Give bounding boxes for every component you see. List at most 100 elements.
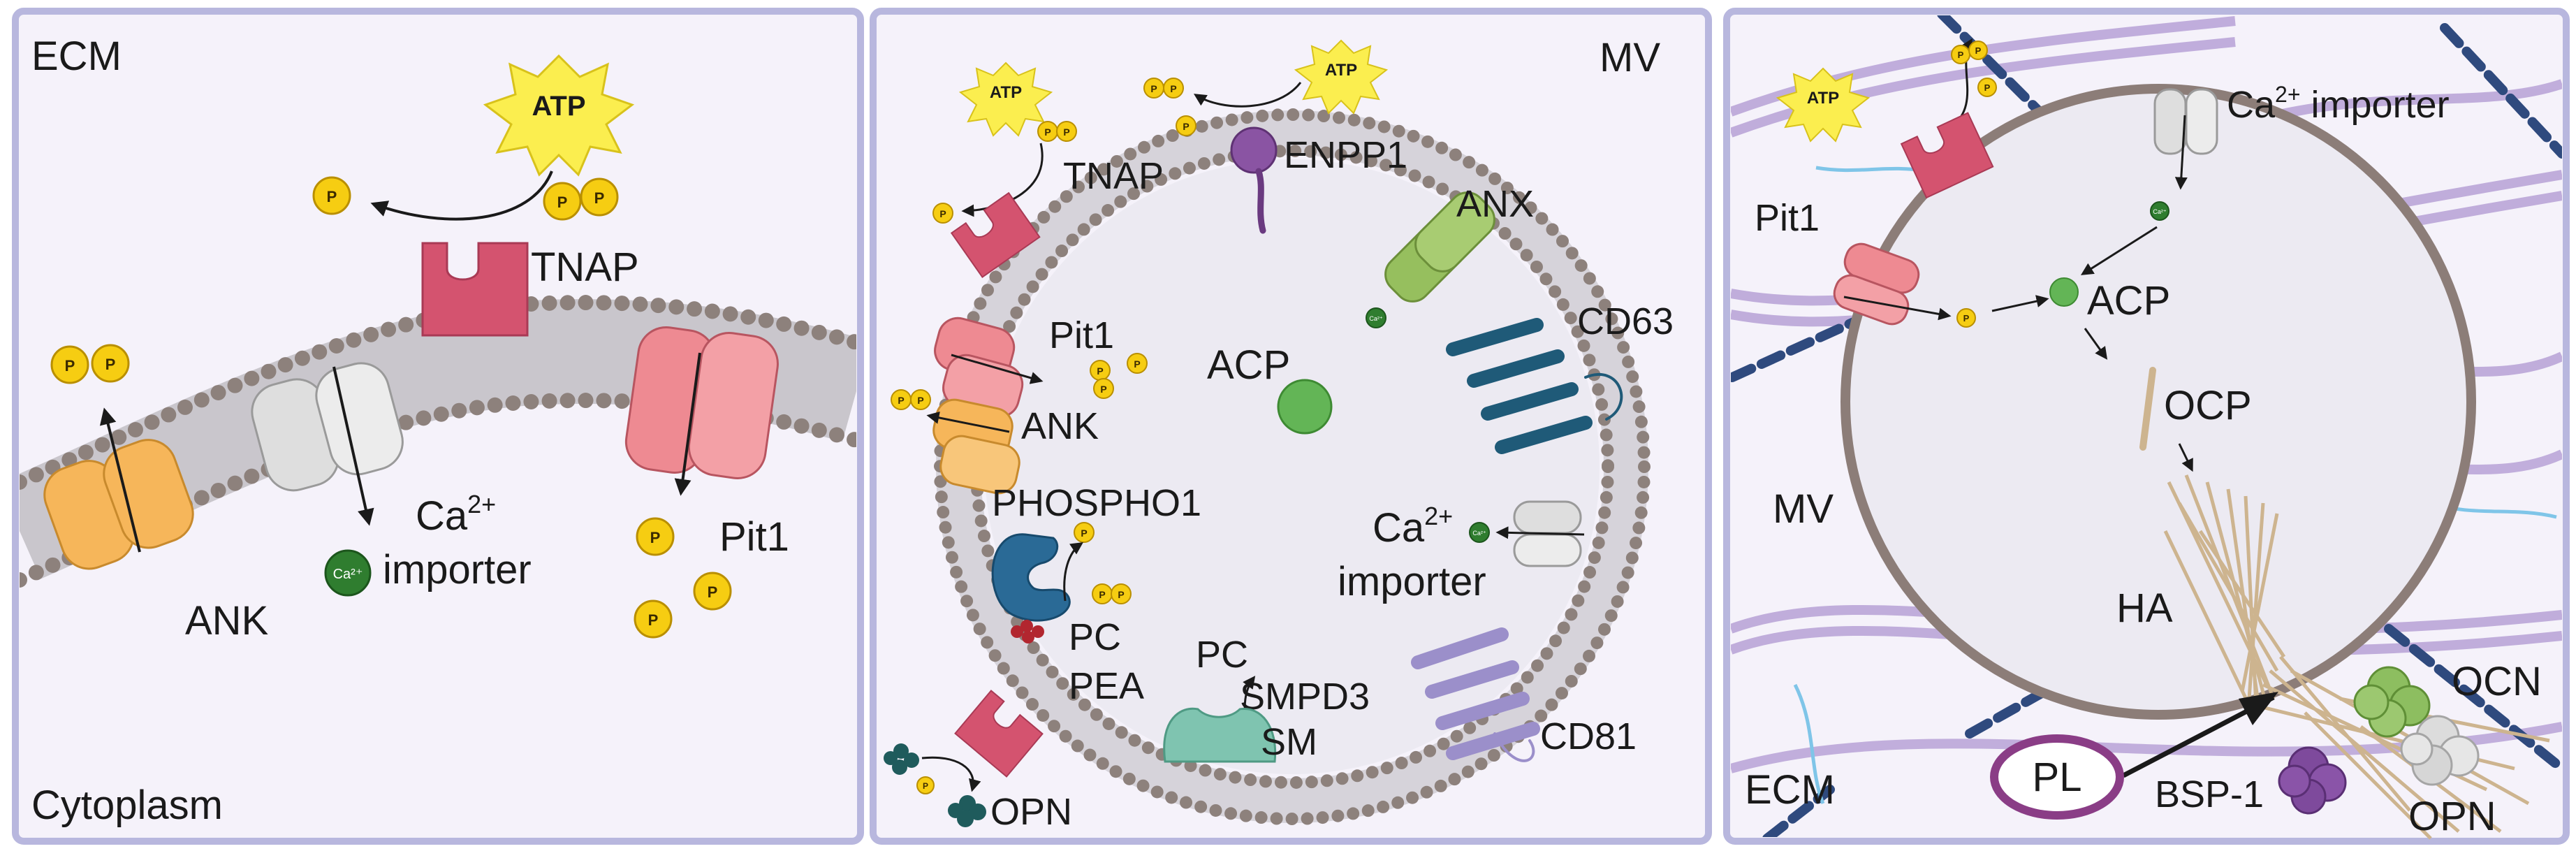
atp-label: ATP bbox=[532, 91, 585, 122]
phosphate-icon: P bbox=[636, 517, 675, 556]
svg-text:P: P bbox=[939, 208, 946, 219]
ca-importer-channel bbox=[2153, 88, 2218, 155]
calcium-ion-icon: Ca²⁺ bbox=[1366, 307, 1386, 328]
svg-text:ATP: ATP bbox=[990, 83, 1022, 102]
ca-importer-channel bbox=[1513, 500, 1582, 567]
atp-star-icon: ATP bbox=[483, 54, 635, 177]
phospho1-label: PHOSPHO1 bbox=[992, 482, 1201, 524]
cytoplasm-label: Cytoplasm bbox=[31, 783, 223, 828]
ca-to-acp-arrow bbox=[2080, 226, 2158, 275]
matrix-vesicle bbox=[1840, 84, 2476, 720]
acp-label: ACP bbox=[2087, 278, 2170, 323]
p-to-acp-arrow bbox=[1991, 295, 2049, 312]
phosphate-icon: P bbox=[1127, 353, 1148, 374]
opn-label: OPN bbox=[990, 791, 1072, 833]
ank-label: ANK bbox=[185, 598, 269, 644]
pit1-channel bbox=[1833, 242, 1920, 326]
svg-text:P: P bbox=[1097, 365, 1103, 377]
atp-hydrolysis-arrow bbox=[1193, 82, 1302, 108]
phosphate-icon: P bbox=[50, 345, 89, 384]
svg-text:Ca²⁺: Ca²⁺ bbox=[1472, 530, 1486, 537]
ank-label: ANK bbox=[1021, 405, 1099, 447]
calcium-ion-icon: Ca²⁺ bbox=[324, 549, 372, 597]
svg-text:Ca²⁺: Ca²⁺ bbox=[1369, 315, 1383, 322]
tnap-enzyme bbox=[1900, 112, 1994, 199]
svg-text:P: P bbox=[1081, 528, 1087, 539]
opn-protein bbox=[2400, 715, 2480, 786]
svg-text:P: P bbox=[1150, 83, 1157, 94]
phosphate-icon: P bbox=[693, 572, 732, 611]
svg-text:ATP: ATP bbox=[1807, 89, 1839, 108]
phosphate-icon: P bbox=[1956, 308, 1976, 328]
svg-text:P: P bbox=[1118, 589, 1124, 600]
svg-text:P: P bbox=[1963, 313, 1970, 323]
ca-label: Ca2+ bbox=[1373, 502, 1453, 551]
svg-text:P: P bbox=[1183, 121, 1189, 132]
enpp1-protein bbox=[1230, 126, 1278, 234]
cd63-label: CD63 bbox=[1577, 300, 1674, 342]
pit1-import-arrow bbox=[951, 354, 1044, 384]
phosphate-icon: P bbox=[1090, 360, 1111, 381]
bsp1-protein bbox=[2278, 746, 2347, 815]
atp-star-icon: ATP bbox=[1776, 67, 1871, 143]
ca-import-arrow bbox=[332, 366, 374, 526]
svg-text:P: P bbox=[1984, 82, 1991, 93]
opn-dephosphorylation-arrow bbox=[921, 756, 981, 792]
phosphate-icon: P bbox=[916, 776, 935, 794]
svg-text:P: P bbox=[650, 529, 661, 546]
svg-text:P: P bbox=[1099, 589, 1105, 600]
ecm-label: ECM bbox=[1745, 767, 1835, 813]
cd81-label: CD81 bbox=[1540, 715, 1637, 757]
phosphate-icon: P bbox=[1163, 78, 1184, 99]
atp-star-icon: ATP bbox=[958, 61, 1053, 137]
svg-text:P: P bbox=[1975, 45, 1982, 56]
vesicle-lumen bbox=[985, 159, 1600, 774]
svg-text:P: P bbox=[557, 194, 568, 211]
phosphate-icon: P bbox=[543, 182, 582, 221]
enpp1-label: ENPP1 bbox=[1284, 134, 1407, 176]
acp-enzyme bbox=[1277, 379, 1333, 435]
phosphate-icon: P bbox=[1143, 78, 1164, 99]
ha-label: HA bbox=[2116, 586, 2173, 631]
svg-text:P: P bbox=[594, 189, 605, 207]
svg-text:P: P bbox=[648, 611, 659, 629]
pc-label: PC bbox=[1069, 616, 1121, 658]
ecm-label: ECM bbox=[31, 34, 122, 79]
acp-label: ACP bbox=[1207, 342, 1290, 388]
phosphate-icon: P bbox=[891, 389, 912, 410]
panel-mineralization: ATP P P P P Ca2+ importer Ca²⁺ Pit1 ACP bbox=[1723, 8, 2570, 845]
phosphate-icon: P bbox=[1968, 41, 1988, 60]
phosphate-icon: P bbox=[1093, 378, 1114, 399]
svg-text:P: P bbox=[1044, 126, 1051, 138]
svg-text:Ca²⁺: Ca²⁺ bbox=[2153, 208, 2167, 215]
importer-label: importer bbox=[1338, 559, 1486, 604]
pl-rupture-badge bbox=[1990, 734, 2124, 820]
pit1-label: Pit1 bbox=[1049, 314, 1114, 356]
vesicle-inner-heads bbox=[970, 145, 1614, 789]
ank-export-arrow bbox=[926, 411, 1010, 433]
tnap-enzyme bbox=[954, 690, 1044, 778]
phosphate-icon: P bbox=[1176, 115, 1196, 136]
atp-star-icon: ATP bbox=[1294, 39, 1389, 115]
ocp-to-ha-arrow bbox=[2178, 443, 2193, 472]
phosphate-icon: P bbox=[580, 177, 619, 217]
acp-enzyme bbox=[2049, 277, 2079, 307]
pc2-label: PC bbox=[1196, 634, 1248, 676]
phosphate-icon: P bbox=[932, 203, 953, 224]
calcium-ion-icon: Ca²⁺ bbox=[1469, 522, 1490, 543]
svg-text:ATP: ATP bbox=[1325, 61, 1357, 80]
anx-channel bbox=[1384, 191, 1495, 303]
opn-protein bbox=[884, 743, 986, 827]
tnap-enzyme bbox=[421, 242, 529, 337]
bsp1-label: BSP-1 bbox=[2155, 773, 2264, 815]
pit1-import-arrow bbox=[1843, 296, 1952, 321]
mv-label: MV bbox=[1773, 486, 1834, 532]
svg-text:P: P bbox=[898, 395, 904, 406]
cd63-tetraspanin bbox=[1446, 318, 1623, 454]
ca-importer-label: Ca2+ importer bbox=[2227, 82, 2450, 126]
phosphate-icon: P bbox=[634, 599, 673, 639]
smpd3-enzyme bbox=[1163, 707, 1277, 763]
svg-text:P: P bbox=[1134, 358, 1140, 370]
importer-label: importer bbox=[383, 547, 532, 592]
